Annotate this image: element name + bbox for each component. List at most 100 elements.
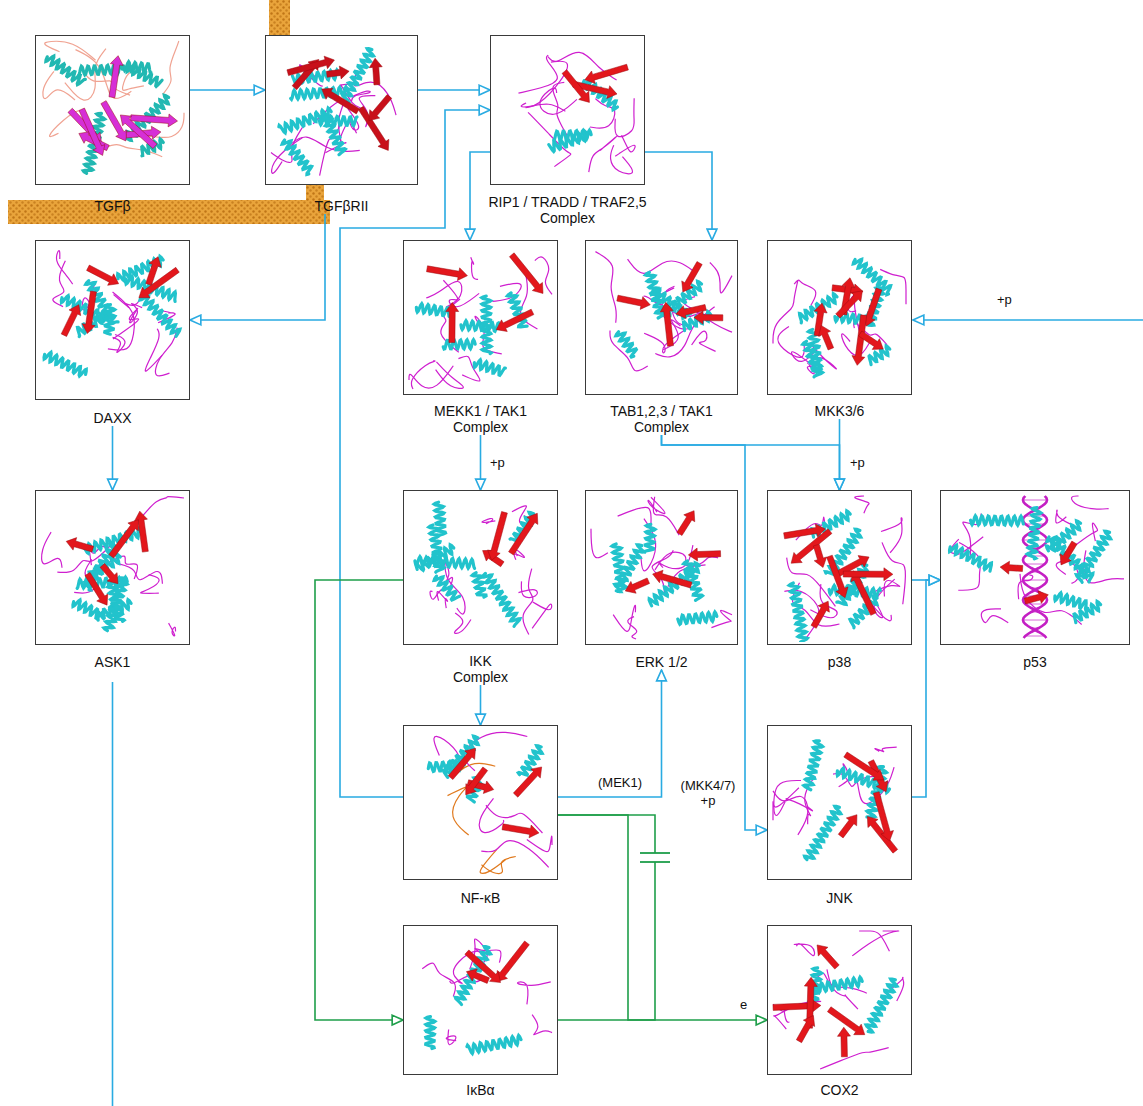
protein-loop bbox=[422, 963, 455, 996]
beta-strand bbox=[873, 792, 893, 841]
alpha-helix bbox=[443, 340, 475, 349]
protein-label: TAB1,2,3 / TAK1 Complex bbox=[604, 403, 719, 435]
protein-label: p53 bbox=[940, 654, 1130, 670]
signal-arrow bbox=[470, 152, 490, 240]
beta-strand bbox=[677, 511, 695, 536]
dna-rung bbox=[1023, 620, 1047, 621]
beta-strand bbox=[139, 267, 179, 297]
protein-frame bbox=[265, 35, 418, 185]
protein-node: TGFβ bbox=[35, 35, 190, 214]
protein-label: ASK1 bbox=[35, 654, 190, 670]
inhibition-bar bbox=[640, 861, 670, 863]
alpha-helix bbox=[649, 563, 699, 606]
protein-label: DAXX bbox=[35, 410, 190, 426]
dna-strand bbox=[1023, 496, 1047, 638]
beta-strand bbox=[1024, 591, 1048, 604]
beta-strand bbox=[796, 1015, 814, 1042]
alpha-helix bbox=[140, 296, 180, 337]
alpha-helix bbox=[866, 979, 897, 1032]
protein-cartoon bbox=[428, 732, 552, 873]
beta-strand bbox=[61, 305, 81, 337]
beta-strand bbox=[79, 108, 105, 155]
dna-rung bbox=[1025, 636, 1044, 637]
alpha-helix bbox=[434, 576, 459, 600]
protein-loop bbox=[591, 529, 608, 558]
protein-loop bbox=[628, 259, 695, 273]
protein-node: TAB1,2,3 / TAK1 Complex bbox=[585, 240, 738, 435]
alpha-helix bbox=[482, 296, 491, 354]
protein-cartoon bbox=[42, 497, 184, 636]
beta-strand bbox=[827, 555, 848, 598]
beta-strand bbox=[682, 262, 702, 292]
beta-strand bbox=[817, 945, 839, 969]
protein-loop bbox=[809, 973, 867, 993]
protein-loop bbox=[527, 836, 552, 851]
alpha-helix bbox=[616, 332, 637, 357]
protein-loop bbox=[648, 497, 665, 513]
beta-strand bbox=[653, 570, 692, 588]
protein-label: RIP1 / TRADD / TRAF2,5 Complex bbox=[485, 194, 650, 226]
protein-frame bbox=[940, 490, 1130, 645]
protein-loop bbox=[528, 112, 571, 166]
protein-loop bbox=[595, 252, 616, 323]
protein-loop bbox=[454, 613, 470, 633]
protein-loop bbox=[130, 304, 142, 323]
beta-strand bbox=[326, 66, 349, 79]
protein-node: p38 bbox=[767, 490, 912, 670]
protein-loop bbox=[852, 931, 898, 956]
protein-frame bbox=[403, 490, 558, 645]
beta-strand bbox=[562, 70, 589, 103]
protein-loop bbox=[352, 91, 371, 101]
protein-frame bbox=[35, 240, 190, 400]
protein-loop bbox=[710, 263, 732, 293]
protein-loop bbox=[145, 329, 162, 371]
dna-rung bbox=[1023, 500, 1047, 501]
edge-label: e bbox=[738, 997, 749, 1012]
alpha-helix bbox=[323, 117, 346, 155]
protein-loop bbox=[481, 841, 548, 868]
protein-cartoon bbox=[773, 259, 906, 377]
beta-strand bbox=[109, 520, 139, 558]
protein-node: ERK 1/2 bbox=[585, 490, 738, 670]
protein-frame bbox=[767, 925, 912, 1075]
beta-strand bbox=[496, 309, 533, 331]
alpha-helix bbox=[1074, 601, 1101, 622]
protein-loop bbox=[140, 497, 184, 519]
protein-label: IκBα bbox=[403, 1082, 558, 1098]
protein-label: TGFβRII bbox=[265, 198, 418, 214]
beta-strand bbox=[100, 563, 118, 583]
protein-loop bbox=[482, 519, 495, 524]
protein-loop bbox=[1072, 496, 1109, 509]
protein-loop bbox=[471, 257, 478, 279]
phosphorylation-label: +p bbox=[995, 292, 1014, 307]
protein-cartoon bbox=[773, 741, 898, 860]
protein-frame bbox=[403, 725, 558, 880]
edge-label: +p bbox=[488, 455, 507, 470]
protein-loop bbox=[163, 41, 179, 94]
alpha-helix bbox=[811, 977, 862, 993]
beta-strand bbox=[446, 302, 459, 342]
protein-loop bbox=[532, 602, 552, 629]
alpha-helix bbox=[612, 544, 626, 591]
protein-cartoon bbox=[591, 497, 732, 639]
protein-cartoon bbox=[422, 939, 552, 1053]
inhibition-mark bbox=[640, 853, 670, 862]
alpha-helix bbox=[645, 524, 655, 552]
alpha-helix bbox=[678, 612, 717, 624]
protein-loop bbox=[859, 931, 889, 951]
protein-loop bbox=[773, 791, 808, 835]
alpha-helix bbox=[805, 806, 841, 859]
protein-cartoon bbox=[44, 251, 180, 376]
signal-arrow bbox=[662, 435, 840, 490]
protein-loop bbox=[773, 280, 798, 343]
protein-loop bbox=[523, 569, 533, 635]
protein-loop bbox=[553, 82, 567, 135]
beta-strand bbox=[497, 941, 530, 982]
protein-label: NF-κB bbox=[403, 890, 558, 906]
beta-strand bbox=[843, 568, 893, 581]
protein-illustrations bbox=[42, 41, 1124, 1069]
protein-loop bbox=[981, 609, 1008, 623]
protein-node: IKK Complex bbox=[403, 490, 558, 685]
membrane-band bbox=[8, 200, 330, 224]
